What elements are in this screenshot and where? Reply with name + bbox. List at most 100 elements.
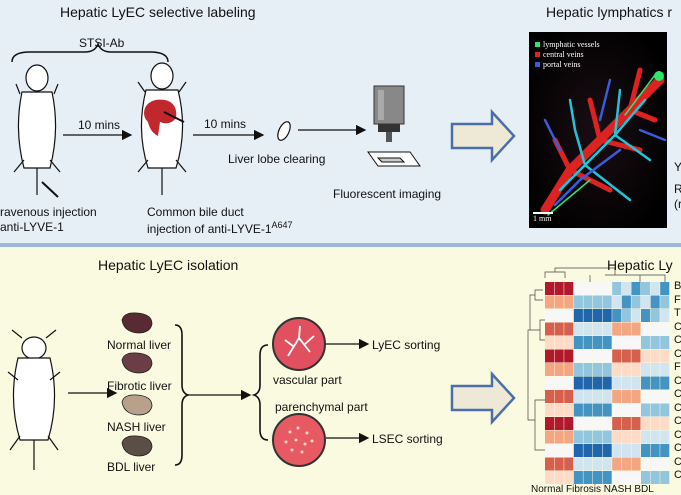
heatmap-cell (612, 444, 622, 457)
heatmap-cell (593, 390, 603, 403)
heatmap-cell (650, 471, 660, 484)
heatmap-cell (564, 417, 574, 430)
heatmap-cell (612, 363, 622, 376)
heatmap-cell (631, 295, 641, 309)
parenchymal-fraction-icon (272, 413, 326, 467)
heatmap-cell (641, 457, 651, 471)
heatmap-cell (602, 417, 612, 430)
heatmap-cell (545, 444, 555, 457)
bdl-liver-icon (121, 435, 153, 457)
heatmap-cell (602, 376, 612, 390)
heatmap-cell (650, 336, 660, 349)
heatmap-cell (602, 322, 612, 336)
heatmap-cell (593, 430, 603, 444)
heatmap-cell (631, 444, 641, 457)
mouse-icon-3 (7, 329, 61, 470)
heatmap-cell (660, 417, 670, 430)
heatmap-cell (573, 282, 583, 295)
heatmap-cell (554, 471, 564, 484)
heatmap-cell (583, 376, 593, 390)
liver-shape (144, 99, 177, 136)
heatmap-cell (554, 403, 564, 417)
cutoff-label-2: R (674, 182, 681, 196)
heatmap-row-label: T (674, 307, 681, 319)
heatmap-cell (641, 403, 651, 417)
heatmap-cell (573, 349, 583, 363)
heatmap-cell (593, 471, 603, 484)
heatmap-cell (573, 363, 583, 376)
vessel-tree (540, 67, 667, 216)
heatmap-cell (612, 403, 622, 417)
heatmap-cell (554, 336, 564, 349)
heatmap-cell (612, 322, 622, 336)
heatmap-cell (545, 363, 555, 376)
heatmap-cell (641, 471, 651, 484)
heatmap-cell (573, 336, 583, 349)
heatmap-cell (650, 457, 660, 471)
mouse-icon-1 (13, 64, 61, 198)
heatmap-cell (573, 309, 583, 322)
fibrotic-liver-icon (121, 352, 153, 374)
heatmap-cell (621, 282, 631, 295)
heatmap-row-label: C (674, 428, 681, 441)
heatmap-dendrogram (527, 267, 666, 451)
heatmap-cell (621, 349, 631, 363)
heatmap-cell (612, 295, 622, 309)
heatmap-cell (631, 349, 641, 363)
heatmap-cell (660, 444, 670, 457)
heatmap-cell (573, 376, 583, 390)
heatmap-cell (631, 336, 641, 349)
heatmap-cell (621, 417, 631, 430)
heatmap-cell (660, 390, 670, 403)
heatmap-cell (660, 349, 670, 363)
heatmap-cell (660, 430, 670, 444)
heatmap-cell (641, 417, 651, 430)
heatmap-row-label: B (674, 280, 681, 292)
heatmap-cell (602, 457, 612, 471)
heatmap-row-label: C (674, 388, 681, 400)
heatmap-cell (545, 430, 555, 444)
heatmap-cell (621, 390, 631, 403)
heatmap-cell (621, 363, 631, 376)
heatmap-cell (612, 471, 622, 484)
heatmap-cell (573, 444, 583, 457)
heatmap-cell (621, 336, 631, 349)
heatmap-title: Hepatic Ly (607, 257, 673, 273)
heatmap-cell (650, 430, 660, 444)
heatmap-cell (602, 403, 612, 417)
heatmap-cell (593, 322, 603, 336)
liver-lobe-icon (277, 121, 291, 141)
heatmap-cell (650, 349, 660, 363)
heatmap-cell (564, 444, 574, 457)
heatmap-row-label: C (674, 469, 681, 481)
heatmap-cell (631, 471, 641, 484)
heatmap-cell (612, 417, 622, 430)
heatmap-cell (641, 282, 651, 295)
heatmap-cell (593, 282, 603, 295)
iv-injection-label: ravenous injection (0, 205, 97, 219)
heatmap-cell (564, 295, 574, 309)
heatmap-cell (641, 430, 651, 444)
heatmap-cell (602, 295, 612, 309)
heatmap-cell (583, 322, 593, 336)
heatmap-cell (602, 282, 612, 295)
heatmap-cell (641, 376, 651, 390)
heatmap-cell (641, 309, 651, 322)
step2-time: 10 mins (204, 117, 247, 131)
clearing-label: Liver lobe clearing (228, 152, 326, 166)
heatmap-cell (660, 322, 670, 336)
heatmap-cell (573, 417, 583, 430)
heatmap-cell (602, 349, 612, 363)
heatmap-cell (583, 417, 593, 430)
stsi-bracket (11, 41, 169, 63)
scale-bar-label: 1 mm (533, 214, 552, 223)
heatmap-cell (554, 295, 564, 309)
heatmap-cell (641, 444, 651, 457)
heatmap-cell (593, 349, 603, 363)
nash-liver-icon (121, 394, 153, 416)
heatmap-cell (631, 309, 641, 322)
heatmap-cell (631, 322, 641, 336)
heatmap-cell (583, 457, 593, 471)
heatmap-cell (631, 390, 641, 403)
heatmap-row-label: C (674, 320, 681, 333)
